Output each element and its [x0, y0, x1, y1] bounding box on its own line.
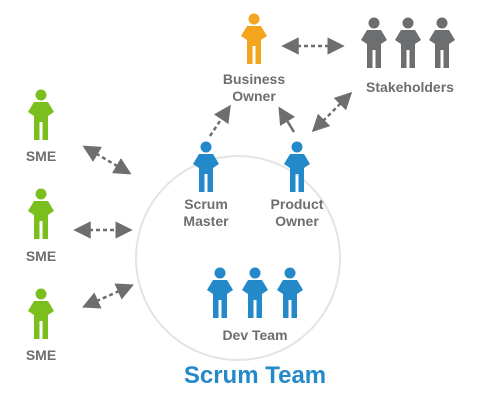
dev-person-3 — [277, 267, 303, 318]
sme-label-1: SME — [25, 148, 57, 164]
scrum-team-circle — [135, 155, 341, 361]
sme-person-1 — [28, 89, 54, 140]
arrow-owner-business — [278, 106, 296, 133]
arrow-owner-stakeholders — [311, 91, 353, 133]
sme-label-2: SME — [25, 248, 57, 264]
stakeholder-person-3 — [429, 17, 455, 68]
product-owner-person — [284, 141, 310, 192]
scrum-team-title: Scrum Team — [183, 362, 327, 389]
dev-person-2 — [242, 267, 268, 318]
sme-person-3 — [28, 288, 54, 339]
dev-person-1 — [207, 267, 233, 318]
dev-team-people — [207, 267, 303, 318]
arrow-sme-3 — [82, 283, 134, 309]
business-owner-person — [241, 13, 267, 64]
arrow-sme-1 — [82, 145, 132, 175]
stakeholders-people — [361, 17, 455, 68]
sme-label-3: SME — [25, 347, 57, 363]
dev-team-label: Dev Team — [222, 327, 288, 343]
product-owner-label: Product Owner — [270, 196, 324, 229]
business-owner-label: Business Owner — [222, 71, 286, 104]
stakeholders-label: Stakeholders — [366, 79, 454, 95]
scrum-master-label: Scrum Master — [183, 196, 229, 229]
sme-person-2 — [28, 188, 54, 239]
sme-people — [28, 89, 54, 339]
stakeholder-person-2 — [395, 17, 421, 68]
scrum-master-person — [193, 141, 219, 192]
stakeholder-person-1 — [361, 17, 387, 68]
arrow-master-business — [208, 104, 231, 137]
